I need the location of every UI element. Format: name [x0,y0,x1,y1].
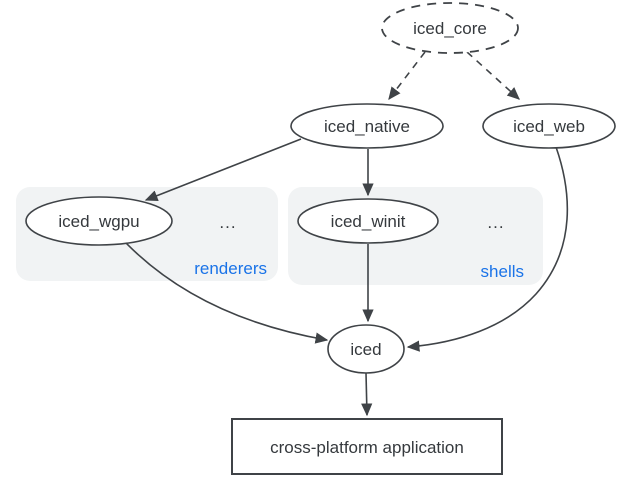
edge-iced-to-application [361,372,373,417]
iced-wgpu-ellipse [25,196,173,246]
edge-iced-core-to-iced-native [388,51,426,101]
edge-iced-web-to-iced [406,146,569,352]
iced-native-ellipse [290,103,444,149]
group-renderers-label: renderers [194,259,267,278]
iced-core-label: iced_core [413,19,487,38]
node-iced-native: iced_native [290,103,444,149]
edge-iced-wgpu-to-iced [125,242,329,344]
node-iced: iced [327,324,405,374]
application-rect [231,418,503,475]
iced-core-ellipse [381,2,519,54]
node-application: cross-platform application [231,418,503,475]
iced-web-label: iced_web [513,117,585,136]
group-shells-label: shells [481,262,524,281]
node-iced-core: iced_core [381,2,519,54]
application-label: cross-platform application [270,438,464,457]
iced-web-ellipse [482,103,616,149]
iced-ellipse [327,324,405,374]
iced-label: iced [350,340,381,359]
iced-winit-label: iced_winit [331,212,406,231]
node-iced-winit: iced_winit [297,198,439,244]
iced-native-label: iced_native [324,117,410,136]
node-iced-web: iced_web [482,103,616,149]
edge-iced-native-to-iced-wgpu [144,138,302,202]
renderers-ellipsis: ... [219,213,236,232]
edge-iced-core-to-iced-web [466,51,520,100]
iced-winit-ellipse [297,198,439,244]
node-iced-wgpu: iced_wgpu [25,196,173,246]
iced-wgpu-label: iced_wgpu [58,212,139,231]
shells-ellipsis: ... [487,213,504,232]
